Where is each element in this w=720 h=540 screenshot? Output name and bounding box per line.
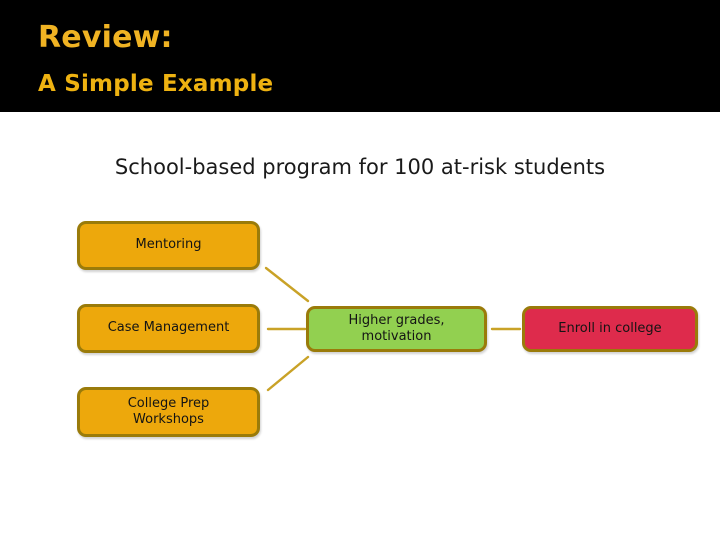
node-outcome-line-1: Higher grades, <box>348 312 445 328</box>
node-case-management[interactable]: Case Management <box>77 304 260 353</box>
node-case-management-label: Case Management <box>107 320 230 336</box>
connector-mentoring-to-outcome <box>264 266 310 303</box>
node-enroll-in-college[interactable]: Enroll in college <box>522 306 698 352</box>
node-college-prep-workshops-label: College Prep Workshops <box>86 396 251 429</box>
connector-collegeprep-to-outcome <box>266 355 310 392</box>
node-enroll-in-college-label: Enroll in college <box>558 320 662 336</box>
page-subtitle: A Simple Example <box>38 71 274 97</box>
program-caption: School-based program for 100 at-risk stu… <box>114 155 606 179</box>
header-band <box>0 0 720 112</box>
node-higher-grades-motivation[interactable]: Higher grades, motivation <box>306 306 487 352</box>
node-mentoring-label: Mentoring <box>135 237 202 253</box>
node-outcome-line-2: motivation <box>361 329 432 344</box>
node-mentoring[interactable]: Mentoring <box>77 221 260 270</box>
node-outcome-label: Higher grades, motivation <box>315 313 478 346</box>
node-college-prep-workshops[interactable]: College Prep Workshops <box>77 387 260 437</box>
node-college-prep-line-2: Workshops <box>133 412 204 427</box>
node-college-prep-line-1: College Prep <box>127 395 210 411</box>
page-title: Review: <box>38 20 173 55</box>
